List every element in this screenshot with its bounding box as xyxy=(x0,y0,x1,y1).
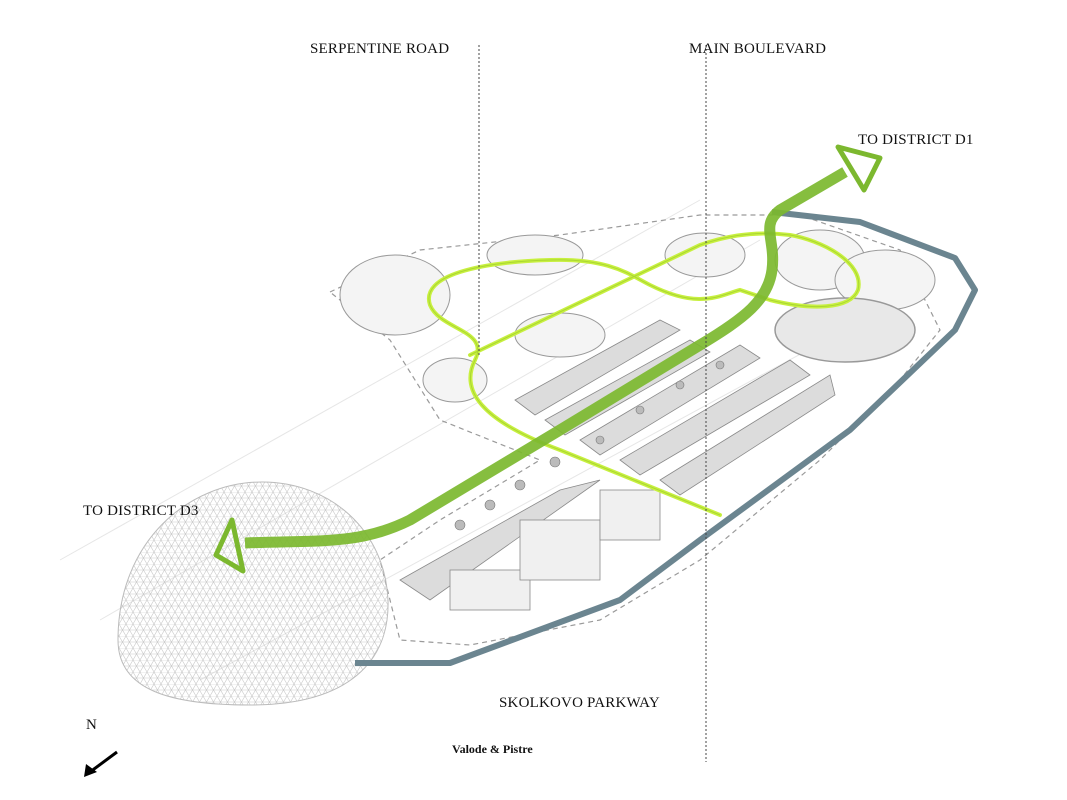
skolkovo-parkway-road xyxy=(355,209,978,666)
main-boulevard-route xyxy=(213,144,883,574)
north-arrow-icon xyxy=(84,750,118,777)
plaza-circles xyxy=(454,360,725,531)
arrow-to-district-d1 xyxy=(835,144,883,193)
label-north: N xyxy=(86,717,98,733)
serpentine-road-loop xyxy=(426,231,861,517)
site-boundary xyxy=(328,214,941,646)
label-to-district-d1: TO DISTRICT D1 xyxy=(858,132,974,148)
arrow-to-district-d3 xyxy=(213,517,246,574)
label-skolkovo-parkway: SKOLKOVO PARKWAY xyxy=(499,695,660,711)
label-main-boulevard: MAIN BOULEVARD xyxy=(689,41,827,57)
stadium xyxy=(774,297,916,363)
label-to-district-d3: TO DISTRICT D3 xyxy=(83,503,199,519)
credit-text: Valode & Pistre xyxy=(452,742,533,756)
label-serpentine-road: SERPENTINE ROAD xyxy=(310,41,450,57)
